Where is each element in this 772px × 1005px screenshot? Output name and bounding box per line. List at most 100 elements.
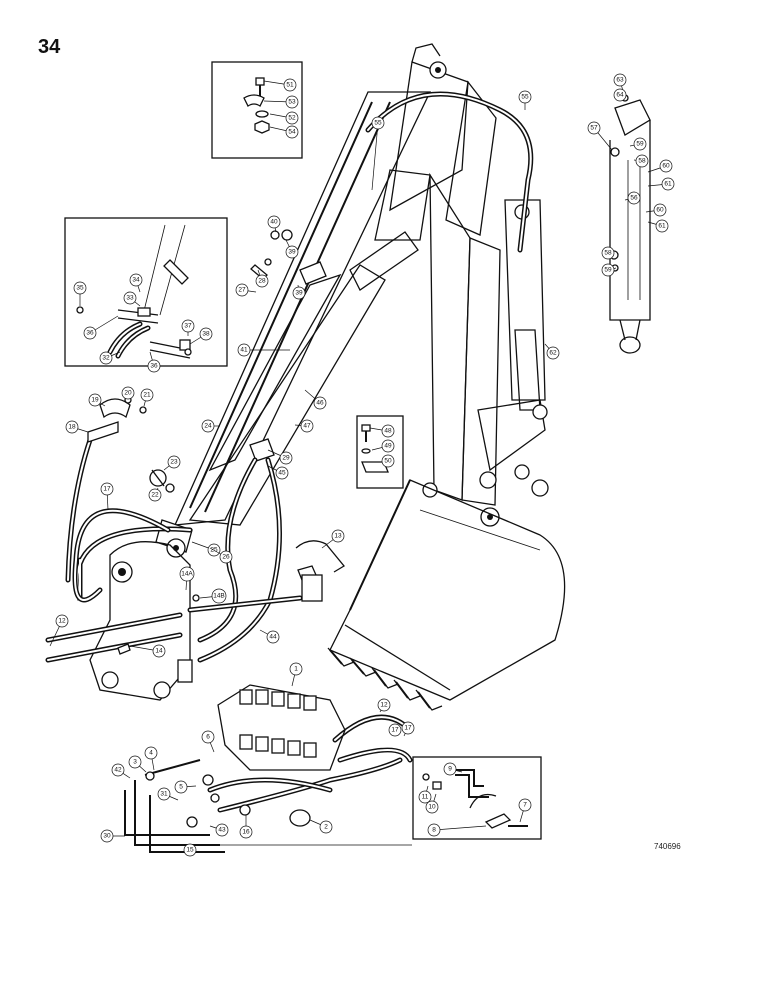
part-callout: 12 — [377, 698, 391, 712]
callout-circle — [285, 125, 299, 139]
part-callout: 59 — [601, 263, 615, 277]
callout-circle — [128, 755, 142, 769]
callout-circle — [266, 630, 280, 644]
part-callout: 7 — [518, 798, 532, 812]
part-callout: 30 — [100, 829, 114, 843]
callout-circle — [121, 386, 135, 400]
callout-label: 34 — [132, 277, 140, 284]
callout-label: 1 — [294, 666, 298, 673]
part-callout: 64 — [613, 88, 627, 102]
inset-bucket-cylinder-detail — [64, 217, 228, 367]
callout-circle — [152, 644, 166, 658]
callout-circle — [237, 343, 251, 357]
callout-label: 41 — [240, 347, 248, 354]
callout-label: 63 — [616, 77, 624, 84]
part-callout: 17 — [388, 723, 402, 737]
callout-circle — [313, 396, 327, 410]
part-callout: 33 — [123, 291, 137, 305]
callout-label: 44 — [269, 634, 277, 641]
part-callout: 4 — [144, 746, 158, 760]
inset-fitting-7-11 — [412, 756, 542, 840]
callout-circle — [283, 78, 297, 92]
callout-label: 11 — [422, 794, 429, 801]
callout-circle — [546, 346, 560, 360]
callout-circle — [199, 327, 213, 341]
callout-circle — [377, 698, 391, 712]
callout-circle — [100, 829, 114, 843]
boom-cylinder — [504, 199, 546, 411]
callout-label: 36 — [150, 363, 158, 370]
callout-label: 46 — [316, 400, 324, 407]
callout-label: 55 — [521, 94, 529, 101]
callout-circle — [275, 466, 289, 480]
callout-label: 8 — [432, 827, 436, 834]
callout-circle — [518, 798, 532, 812]
part-callout: 56 — [627, 191, 641, 205]
callout-circle — [183, 843, 197, 857]
callout-label: 17 — [103, 486, 111, 493]
callout-circle — [661, 177, 675, 191]
callout-circle — [300, 419, 314, 433]
swing-tower — [89, 541, 193, 701]
part-callout: 45 — [275, 466, 289, 480]
callout-label: 31 — [160, 791, 168, 798]
part-callout: 36 — [147, 359, 161, 373]
part-callout: 41 — [237, 343, 251, 357]
callout-label: 14 — [155, 648, 163, 655]
callout-label: 30 — [103, 833, 111, 840]
inset-bracket-48-50 — [356, 415, 404, 489]
part-callout: 58 — [635, 154, 649, 168]
control-valve — [217, 684, 346, 771]
callout-circle — [601, 246, 615, 260]
part-callout: 47 — [300, 419, 314, 433]
callout-label: 9 — [448, 766, 452, 773]
part-callout: 3 — [128, 755, 142, 769]
callout-circle — [55, 614, 69, 628]
part-callout: 2 — [319, 820, 333, 834]
callout-circle — [381, 454, 395, 468]
callout-label: 7 — [523, 802, 527, 809]
part-callout: 5 — [174, 780, 188, 794]
callout-circle — [587, 121, 601, 135]
part-callout: 51 — [283, 78, 297, 92]
callout-label: 12 — [380, 702, 388, 709]
callout-circle — [285, 95, 299, 109]
callout-circle — [371, 116, 385, 130]
boom — [349, 43, 501, 506]
callout-circle — [381, 424, 395, 438]
callout-label: 4 — [149, 750, 153, 757]
part-callout: 46 — [313, 396, 327, 410]
callout-circle — [627, 191, 641, 205]
part-callout: 42 — [111, 763, 125, 777]
callout-label: 17 — [391, 727, 399, 734]
callout-label: 48 — [384, 428, 392, 435]
callout-label: 5 — [179, 784, 183, 791]
part-callout: 11 — [418, 790, 432, 804]
callout-circle — [123, 291, 137, 305]
part-callout: 20 — [121, 386, 135, 400]
callout-label: 42 — [114, 767, 122, 774]
callout-circle — [179, 566, 195, 582]
part-callout: 17 — [401, 721, 415, 735]
callout-label: 33 — [126, 295, 134, 302]
bucket — [327, 479, 566, 711]
callout-label: 39 — [288, 249, 296, 256]
inset-top-hardware — [211, 61, 303, 159]
part-callout: 43 — [215, 823, 229, 837]
callout-label: 24 — [204, 423, 212, 430]
part-callout: 58 — [601, 246, 615, 260]
part-callout: 18 — [65, 420, 79, 434]
part-callout: 16 — [239, 825, 253, 839]
callout-label: 58 — [604, 250, 612, 257]
part-callout: 21 — [140, 388, 154, 402]
part-callout: 36 — [83, 326, 97, 340]
callout-label: 55 — [374, 120, 382, 127]
callout-circle — [99, 351, 113, 365]
callout-circle — [655, 219, 669, 233]
part-callout: 28 — [255, 274, 269, 288]
callout-label: 47 — [303, 423, 311, 430]
callout-circle — [148, 488, 162, 502]
callout-label: 26 — [222, 554, 230, 561]
callout-label: 58 — [638, 158, 646, 165]
